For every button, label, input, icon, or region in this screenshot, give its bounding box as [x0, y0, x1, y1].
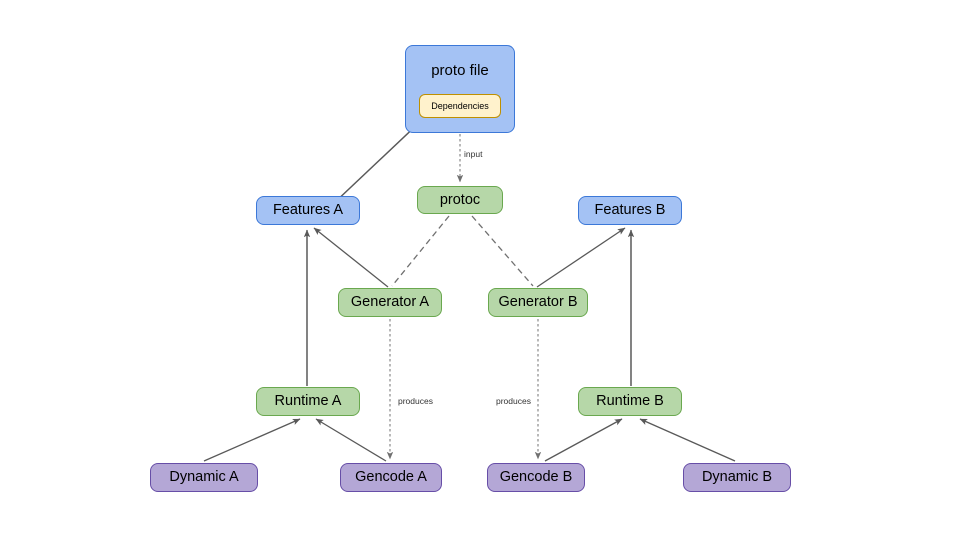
- edge-dynamic-a-to-runtime-a: [203, 418, 301, 462]
- node-dynamic-b[interactable]: Dynamic B: [683, 463, 791, 492]
- node-features-b[interactable]: Features B: [578, 196, 682, 225]
- node-generator-b-label: Generator B: [498, 294, 578, 310]
- edge-label-input: input: [464, 149, 483, 159]
- node-proto-file[interactable]: proto file: [405, 45, 515, 133]
- node-features-b-label: Features B: [594, 202, 666, 218]
- node-runtime-a[interactable]: Runtime A: [256, 387, 360, 416]
- node-runtime-a-label: Runtime A: [274, 393, 342, 409]
- node-dependencies[interactable]: Dependencies: [419, 94, 501, 118]
- node-features-a-label: Features A: [272, 202, 344, 218]
- edge-label-produces-b: produces: [496, 396, 531, 406]
- node-gencode-b-label: Gencode B: [499, 469, 573, 485]
- node-dynamic-a-label: Dynamic A: [169, 469, 239, 485]
- node-generator-a-label: Generator A: [350, 294, 430, 310]
- node-generator-a[interactable]: Generator A: [338, 288, 442, 317]
- edge-label-produces-a: produces: [398, 396, 433, 406]
- edge-generator-a-to-features-a: [313, 227, 389, 288]
- node-gencode-a-label: Gencode A: [355, 469, 427, 485]
- node-generator-b[interactable]: Generator B: [488, 288, 588, 317]
- node-dynamic-a[interactable]: Dynamic A: [150, 463, 258, 492]
- node-features-a[interactable]: Features A: [256, 196, 360, 225]
- node-dependencies-label: Dependencies: [431, 100, 489, 111]
- node-gencode-b[interactable]: Gencode B: [487, 463, 585, 492]
- edge-dynamic-b-to-runtime-b: [639, 418, 736, 462]
- edge-protoc-to-generator-b: [471, 215, 534, 287]
- edge-gencode-a-to-runtime-a: [315, 418, 387, 462]
- node-dynamic-b-label: Dynamic B: [701, 469, 773, 485]
- node-proto-file-label: proto file: [431, 62, 489, 79]
- edge-gencode-b-to-runtime-b: [544, 418, 623, 462]
- node-gencode-a[interactable]: Gencode A: [340, 463, 442, 492]
- node-runtime-b-label: Runtime B: [596, 393, 664, 409]
- node-protoc[interactable]: protoc: [417, 186, 503, 214]
- node-runtime-b[interactable]: Runtime B: [578, 387, 682, 416]
- edge-generator-b-to-features-b: [536, 227, 626, 288]
- edge-protoc-to-generator-a: [391, 215, 450, 287]
- node-protoc-label: protoc: [439, 191, 481, 208]
